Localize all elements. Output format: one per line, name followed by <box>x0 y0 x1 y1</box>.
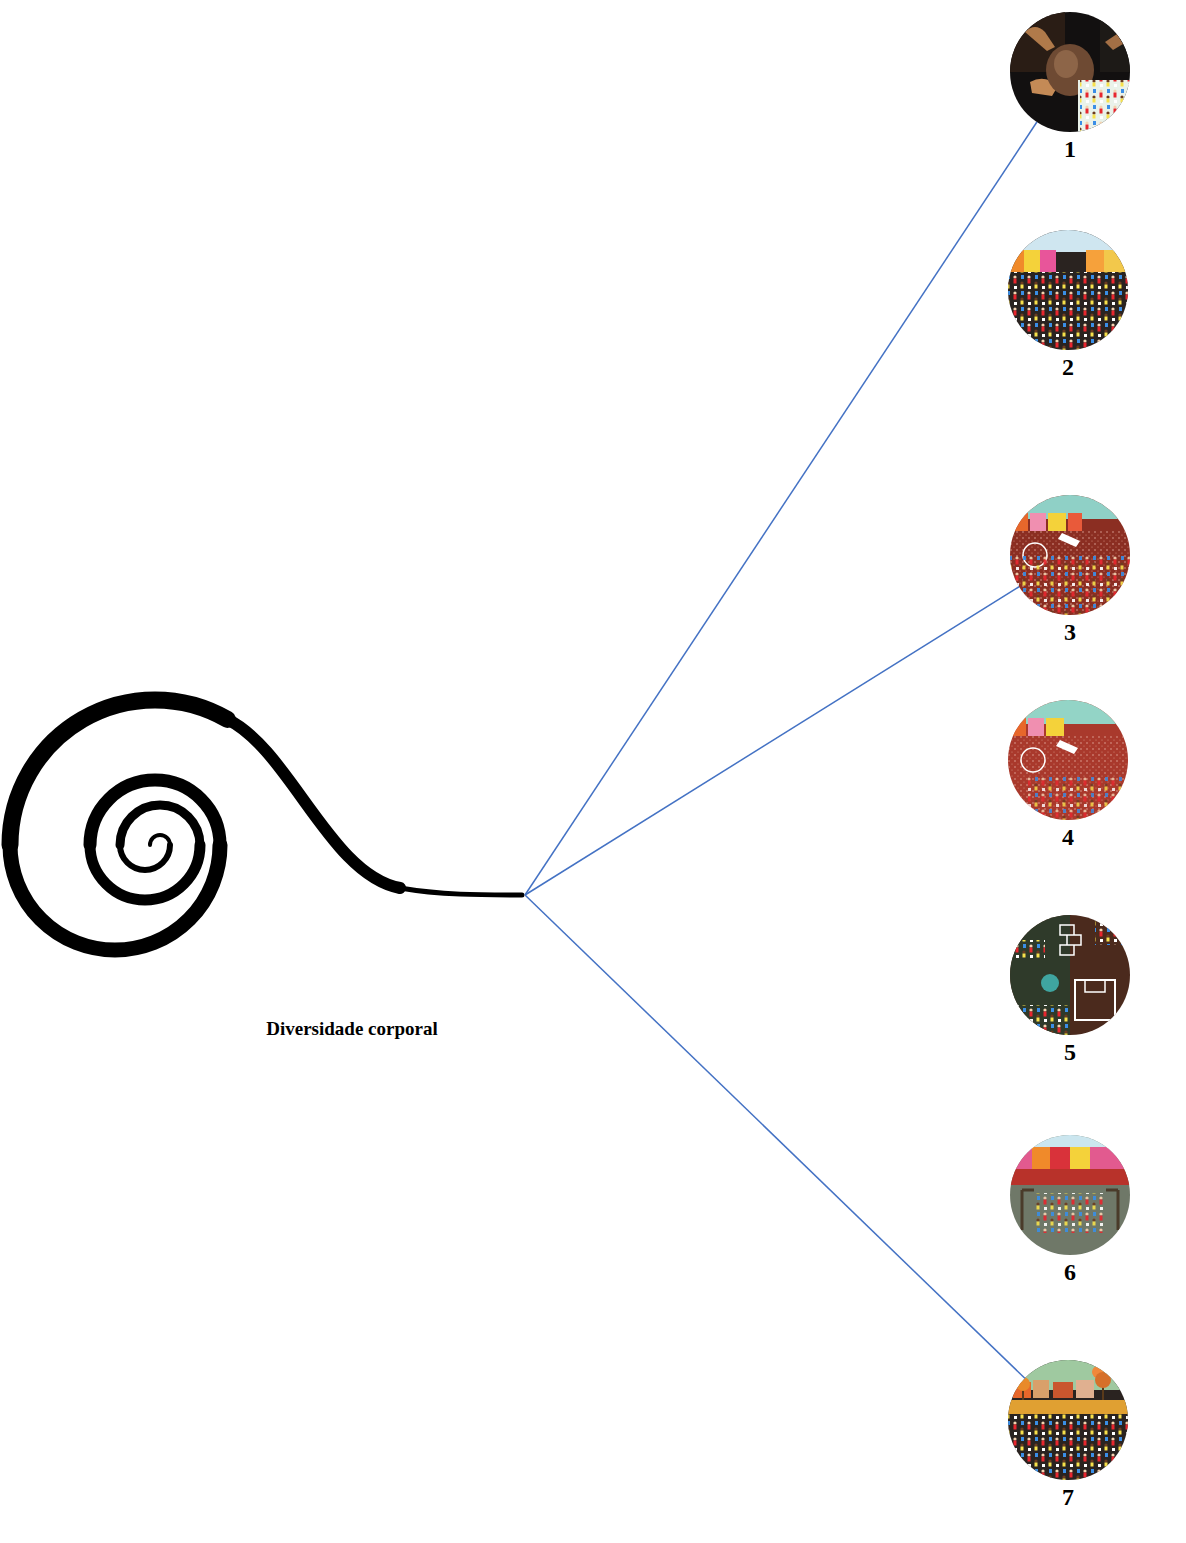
image-circle: 7 <box>1008 1360 1128 1480</box>
image-circle: 3 <box>1010 495 1130 615</box>
painting <box>1010 915 1130 1035</box>
image-circle: 4 <box>1008 700 1128 820</box>
callout-number: 4 <box>1062 824 1074 851</box>
image-circle: 2 <box>1008 230 1128 350</box>
connector-line <box>525 122 1037 895</box>
callout-number: 7 <box>1062 1484 1074 1511</box>
image-circle: 6 <box>1010 1135 1130 1255</box>
image-circle: 5 <box>1010 915 1130 1035</box>
photo-collage <box>1010 12 1130 132</box>
callout-number: 5 <box>1064 1039 1076 1066</box>
painting <box>1010 1135 1130 1255</box>
image-circle: 1 <box>1010 12 1130 132</box>
connector-line <box>525 587 1019 895</box>
connector-line <box>525 122 1037 895</box>
connector-line <box>525 587 1019 895</box>
painting <box>1008 230 1128 350</box>
painting <box>1008 1360 1128 1480</box>
callout-number: 6 <box>1064 1259 1076 1286</box>
painting <box>1010 495 1130 615</box>
painting <box>1008 700 1128 820</box>
spiral-node: Diversidade corporal <box>0 680 525 1055</box>
callout-number: 2 <box>1062 354 1074 381</box>
connector-line <box>525 895 1025 1378</box>
callout-number: 1 <box>1064 136 1076 163</box>
connector-line <box>525 895 1025 1378</box>
spiral <box>10 700 522 950</box>
diagram-title-label: Diversidade corporal <box>266 1018 438 1040</box>
callout-number: 3 <box>1064 619 1076 646</box>
